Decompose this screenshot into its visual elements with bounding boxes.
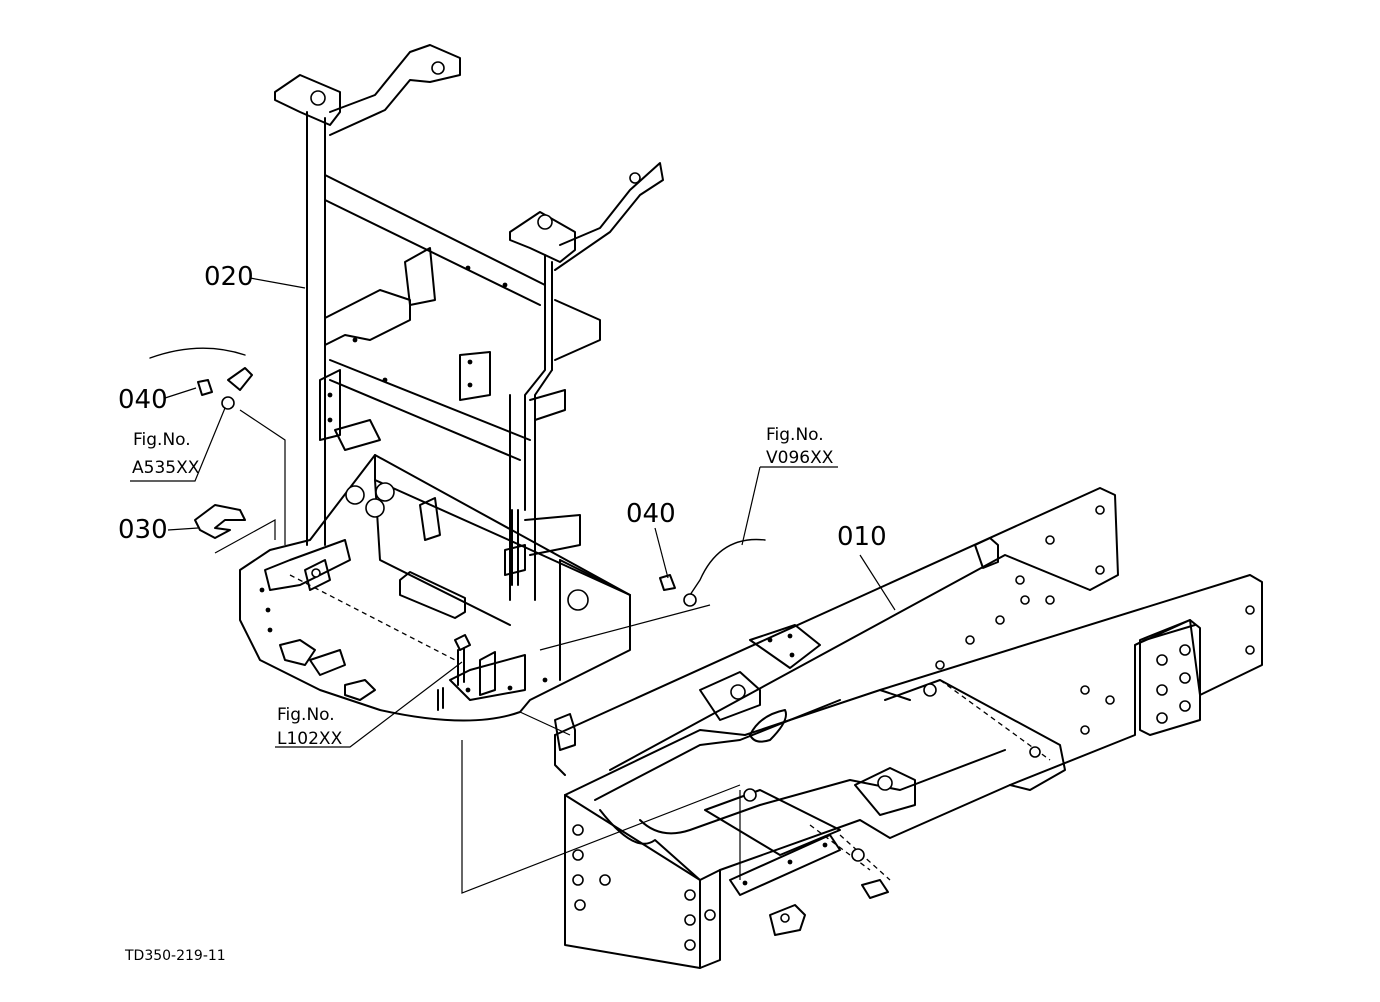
cable-a535 — [149, 347, 253, 410]
fig-ref-a535-label: Fig.No. — [133, 430, 191, 450]
upright-frame-assembly — [239, 44, 664, 722]
part-number-010: 010 — [837, 522, 887, 552]
callout-leaders — [130, 277, 896, 748]
part-number-030: 030 — [118, 515, 168, 545]
plate-030 — [194, 504, 246, 539]
part-number-020: 020 — [204, 262, 254, 292]
part-number-040-right: 040 — [626, 499, 676, 529]
assembly-lines — [214, 409, 741, 894]
fig-ref-v096-code: V096XX — [766, 448, 834, 468]
fig-ref-l102-label: Fig.No. — [277, 705, 335, 725]
fig-ref-a535-code: A535XX — [132, 458, 200, 478]
cable-v096 — [659, 538, 766, 607]
part-number-040-left: 040 — [118, 385, 168, 415]
main-frame-assembly — [554, 487, 1263, 969]
fig-ref-v096-label: Fig.No. — [766, 425, 824, 445]
drawing-code: TD350-219-11 — [124, 948, 226, 964]
fig-ref-l102-code: L102XX — [277, 729, 343, 749]
bolt-l102 — [454, 634, 471, 686]
